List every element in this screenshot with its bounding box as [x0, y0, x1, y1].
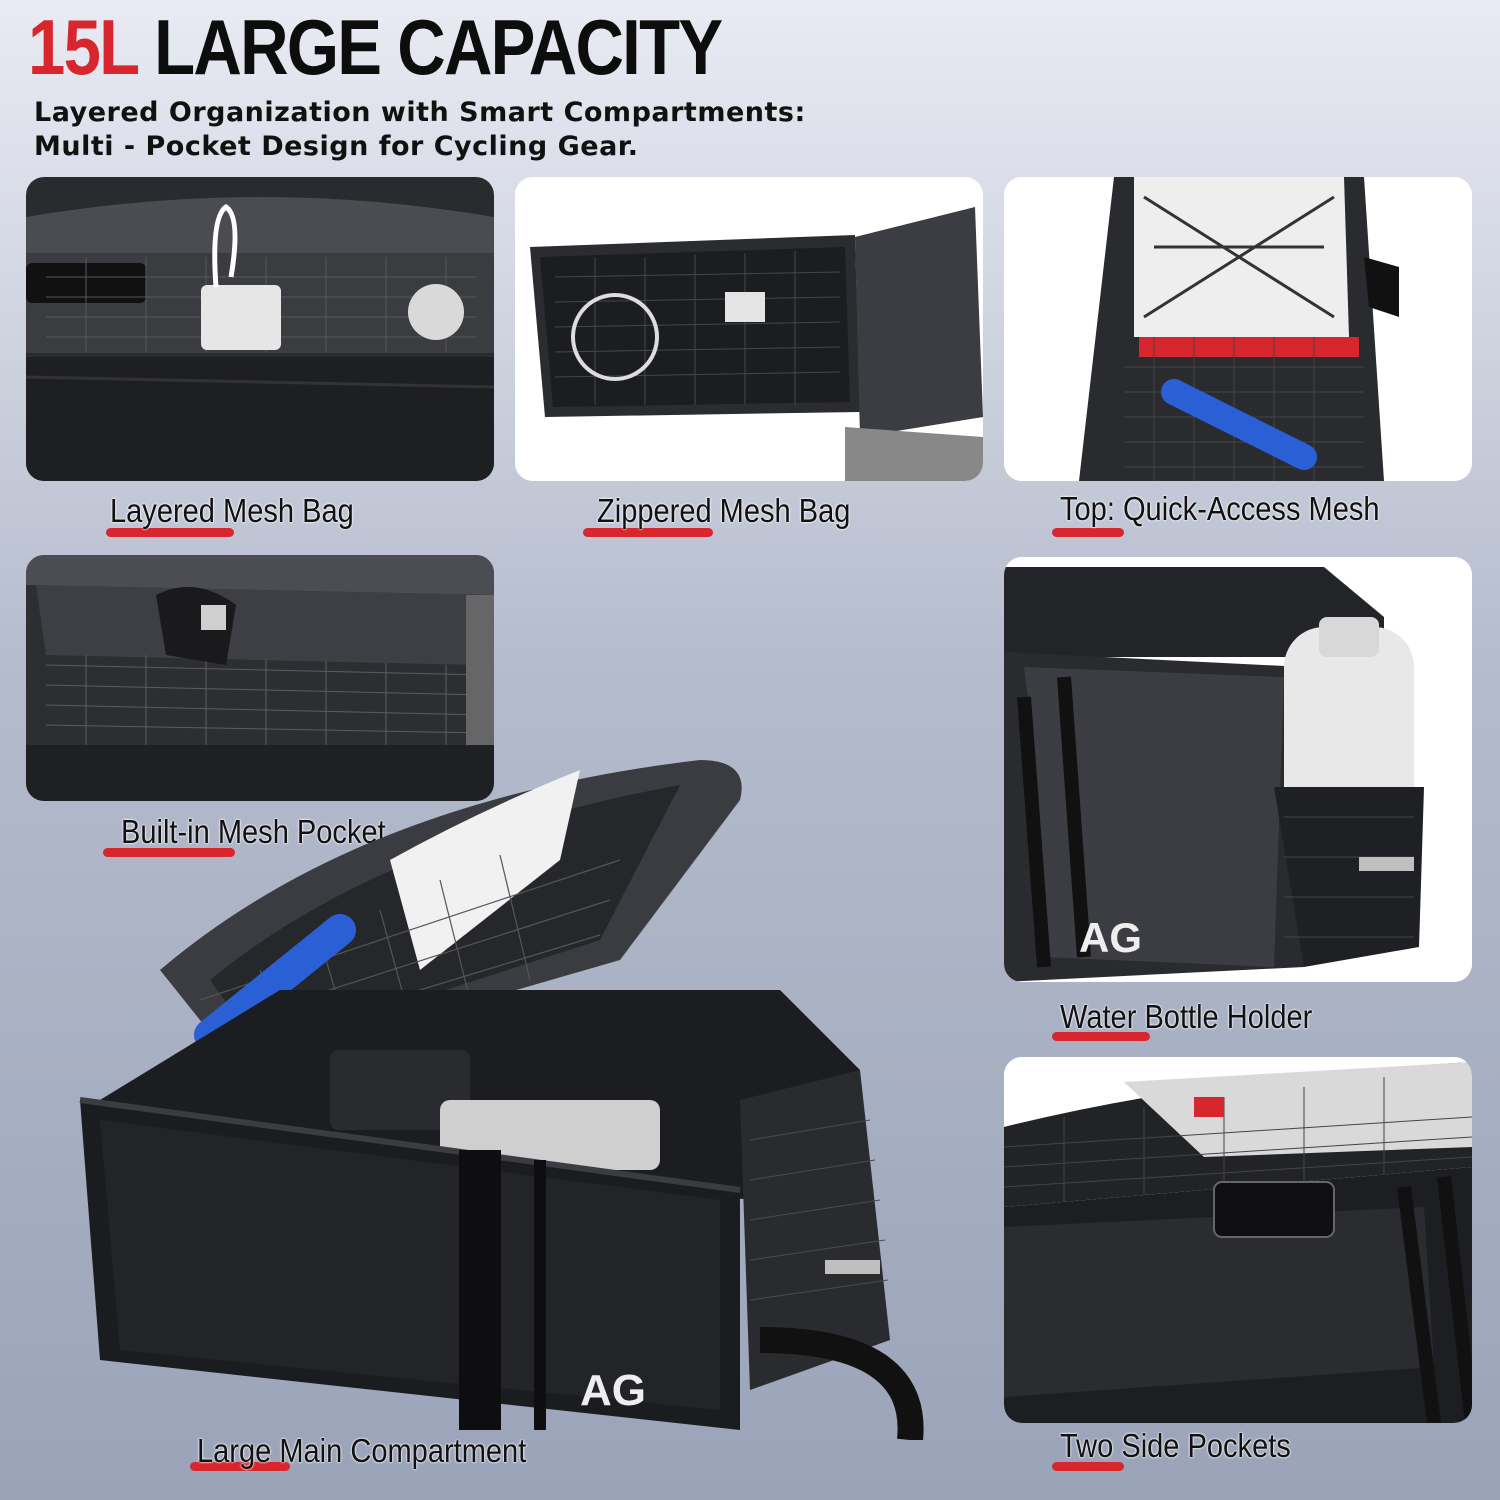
- caption-two-side-pockets: Two Side Pockets: [1060, 1427, 1291, 1464]
- photo-two-side-pockets: [1004, 1057, 1472, 1423]
- main-bag-logo: AG: [580, 1366, 646, 1415]
- caption-underline-5: [1052, 1032, 1150, 1041]
- caption-large-main-compartment: Large Main Compartment: [197, 1432, 527, 1469]
- caption-underline-1: [106, 528, 234, 537]
- caption-zippered-mesh-bag: Zippered Mesh Bag: [597, 492, 851, 529]
- caption-top-quick-access-mesh: Top: Quick-Access Mesh: [1060, 490, 1380, 527]
- headline-text: LARGE CAPACITY: [154, 3, 723, 91]
- caption-built-in-mesh-pocket: Built-in Mesh Pocket: [121, 813, 386, 850]
- caption-underline-4: [103, 848, 235, 857]
- two-side-pockets-illustration: [1004, 1057, 1472, 1423]
- headline-capacity: 15L: [28, 3, 139, 91]
- photo-built-in-mesh-pocket: [26, 555, 494, 801]
- zippered-mesh-bag-illustration: [515, 177, 983, 481]
- built-in-mesh-pocket-illustration: [26, 555, 494, 801]
- photo-layered-mesh-bag: [26, 177, 494, 481]
- photo-large-main-compartment: AG: [60, 740, 960, 1440]
- water-bottle-holder-illustration: AG: [1004, 557, 1472, 982]
- large-main-compartment-illustration: AG: [79, 760, 924, 1440]
- headline: 15L LARGE CAPACITY: [28, 8, 723, 86]
- photo-top-quick-access-mesh: [1004, 177, 1472, 481]
- caption-underline-main: [190, 1462, 290, 1471]
- bottle-panel-logo: AG: [1079, 914, 1142, 961]
- photo-zippered-mesh-bag: [515, 177, 983, 481]
- subheadline-line-1: Layered Organization with Smart Compartm…: [34, 97, 806, 128]
- caption-water-bottle-holder: Water Bottle Holder: [1060, 998, 1313, 1035]
- caption-underline-6: [1052, 1462, 1124, 1471]
- subheadline: Layered Organization with Smart Compartm…: [34, 96, 806, 164]
- caption-layered-mesh-bag: Layered Mesh Bag: [110, 492, 354, 529]
- subheadline-line-2: Multi - Pocket Design for Cycling Gear.: [34, 131, 639, 162]
- caption-underline-3: [1052, 528, 1124, 537]
- top-quick-access-mesh-illustration: [1004, 177, 1472, 481]
- caption-underline-2: [583, 528, 713, 537]
- layered-mesh-bag-illustration: [26, 177, 494, 481]
- photo-water-bottle-holder: AG: [1004, 557, 1472, 982]
